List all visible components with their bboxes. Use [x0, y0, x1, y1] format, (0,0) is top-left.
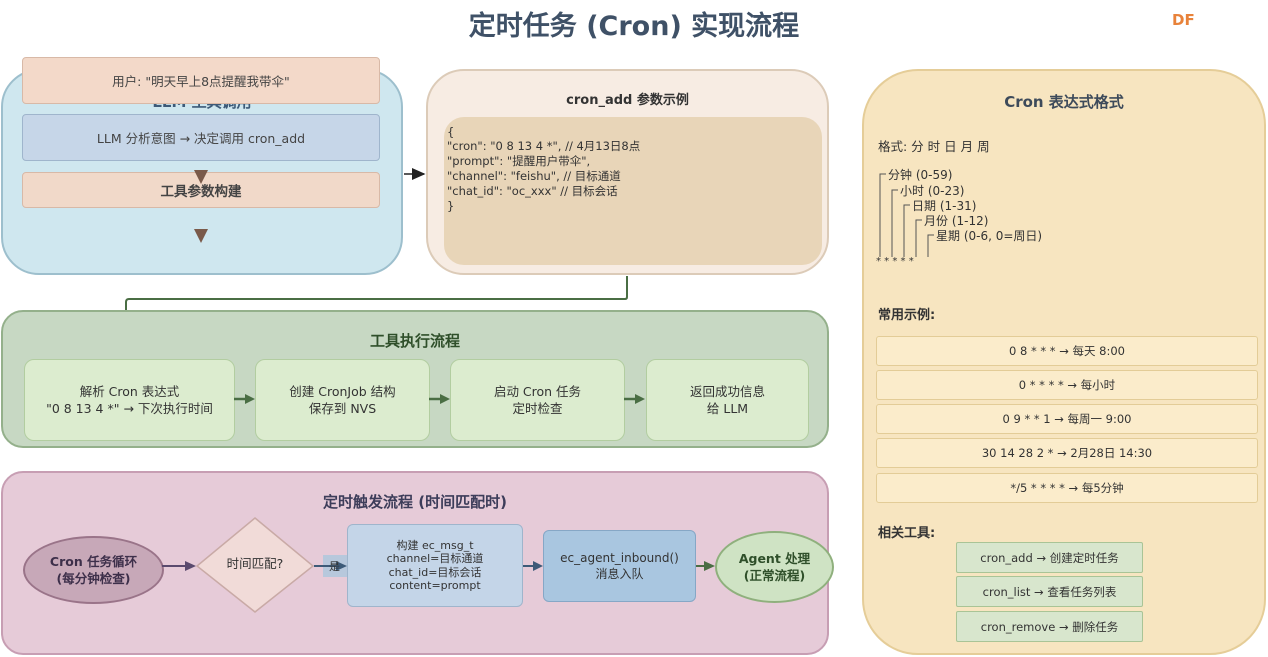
trigger-graphics [162, 517, 715, 613]
page-title: 定时任务 (Cron) 实现流程 [468, 11, 800, 42]
decision-label: 时间匹配? [226, 556, 284, 571]
build-line: chat_id=目标会话 [388, 565, 482, 579]
build-msg-box: 构建 ec_msg_t channel=目标通道 chat_id=目标会话 co… [347, 524, 523, 607]
inbound-line: ec_agent_inbound() [560, 551, 679, 565]
cron-add-panel-title: cron_add 参数示例 [566, 93, 689, 108]
cron-loop-node: Cron 任务循环 (每分钟检查) [23, 536, 164, 604]
code-line: "chat_id": "oc_xxx" // 目标会话 [447, 184, 618, 198]
exec-arrows [234, 394, 645, 404]
step-line: 启动 Cron 任务 [493, 384, 582, 399]
yes-label: 是 [329, 560, 340, 573]
trigger-panel-title: 定时触发流程 (时间匹配时) [323, 493, 507, 511]
example-item: 0 9 * * 1 → 每周一 9:00 [876, 404, 1258, 434]
code-line: "cron": "0 8 13 4 *", // 4月13日8点 [447, 139, 641, 153]
field-tree-lines [879, 173, 934, 257]
code-block: { "cron": "0 8 13 4 *", // 4月13日8点 "prom… [444, 117, 822, 265]
tool-cron-list: cron_list → 查看任务列表 [956, 576, 1143, 607]
field-weekday: 星期 (0-6, 0=周日) [936, 229, 1043, 243]
llm-intent-box: LLM 分析意图 → 决定调用 cron_add [22, 114, 380, 161]
format-panel-title: Cron 表达式格式 [1004, 93, 1124, 111]
brand-badge: DF [1172, 11, 1195, 29]
arrow-params-to-exec [125, 276, 628, 343]
step-line: 定时检查 [512, 401, 563, 416]
loop-line: (每分钟检查) [56, 571, 131, 586]
code-line: } [447, 199, 455, 213]
code-line: "prompt": "提醒用户带伞", [447, 154, 591, 168]
step-start-task: 启动 Cron 任务 定时检查 [450, 359, 625, 441]
step-parse-cron: 解析 Cron 表达式 "0 8 13 4 *" → 下次执行时间 [24, 359, 235, 441]
tools-heading: 相关工具: [878, 526, 936, 541]
agent-node: Agent 处理 (正常流程) [715, 531, 834, 603]
step-line: 解析 Cron 表达式 [79, 384, 180, 399]
step-line: 返回成功信息 [689, 384, 765, 399]
field-hour: 小时 (0-23) [900, 184, 965, 198]
tool-exec-flow-panel: 工具执行流程 解析 Cron 表达式 "0 8 13 4 *" → 下次执行时间… [1, 310, 829, 448]
field-minute: 分钟 (0-59) [888, 168, 953, 182]
example-item: */5 * * * * → 每5分钟 [876, 473, 1258, 503]
cron-format-panel: Cron 表达式格式 格式: 分 时 日 月 周 分钟 (0-59) 小时 (0… [862, 69, 1266, 655]
example-item: 0 8 * * * → 每天 8:00 [876, 336, 1258, 366]
stars-line: * * * * * [876, 256, 914, 267]
field-month: 月份 (1-12) [924, 214, 989, 228]
build-line: content=prompt [389, 579, 481, 592]
step-line: 创建 CronJob 结构 [289, 384, 396, 399]
examples-heading: 常用示例: [878, 308, 936, 323]
build-line: 构建 ec_msg_t [396, 538, 474, 552]
inbound-box: ec_agent_inbound() 消息入队 [543, 530, 696, 602]
agent-line: (正常流程) [743, 568, 806, 583]
tool-cron-remove: cron_remove → 删除任务 [956, 611, 1143, 642]
tool-cron-add: cron_add → 创建定时任务 [956, 542, 1143, 573]
step-line: "0 8 13 4 *" → 下次执行时间 [46, 401, 213, 416]
agent-line: Agent 处理 [738, 551, 811, 566]
loop-line: Cron 任务循环 [49, 554, 138, 569]
step-create-cronjob: 创建 CronJob 结构 保存到 NVS [255, 359, 430, 441]
inbound-line: 消息入队 [595, 567, 644, 581]
code-line: { [447, 125, 455, 139]
trigger-flow-panel: 定时触发流程 (时间匹配时) Cron 任务循环 (每分钟检查) 时间匹配? 是… [1, 471, 834, 655]
step-return-success: 返回成功信息 给 LLM [646, 359, 809, 441]
format-line: 格式: 分 时 日 月 周 [878, 139, 990, 154]
example-item: 30 14 28 2 * → 2月28日 14:30 [876, 438, 1258, 468]
user-request-box: 用户: "明天早上8点提醒我带伞" [22, 57, 380, 104]
step-line: 给 LLM [706, 401, 749, 416]
field-day: 日期 (1-31) [912, 199, 977, 213]
code-line: "channel": "feishu", // 目标通道 [447, 169, 621, 183]
build-line: channel=目标通道 [386, 552, 484, 565]
step-line: 保存到 NVS [308, 401, 377, 416]
exec-panel-title: 工具执行流程 [369, 332, 460, 350]
example-item: 0 * * * * → 每小时 [876, 370, 1258, 400]
decision-diamond [195, 517, 315, 613]
tool-params-box: 工具参数构建 [22, 172, 380, 208]
cron-add-example-panel: cron_add 参数示例 { "cron": "0 8 13 4 *", //… [426, 69, 829, 275]
